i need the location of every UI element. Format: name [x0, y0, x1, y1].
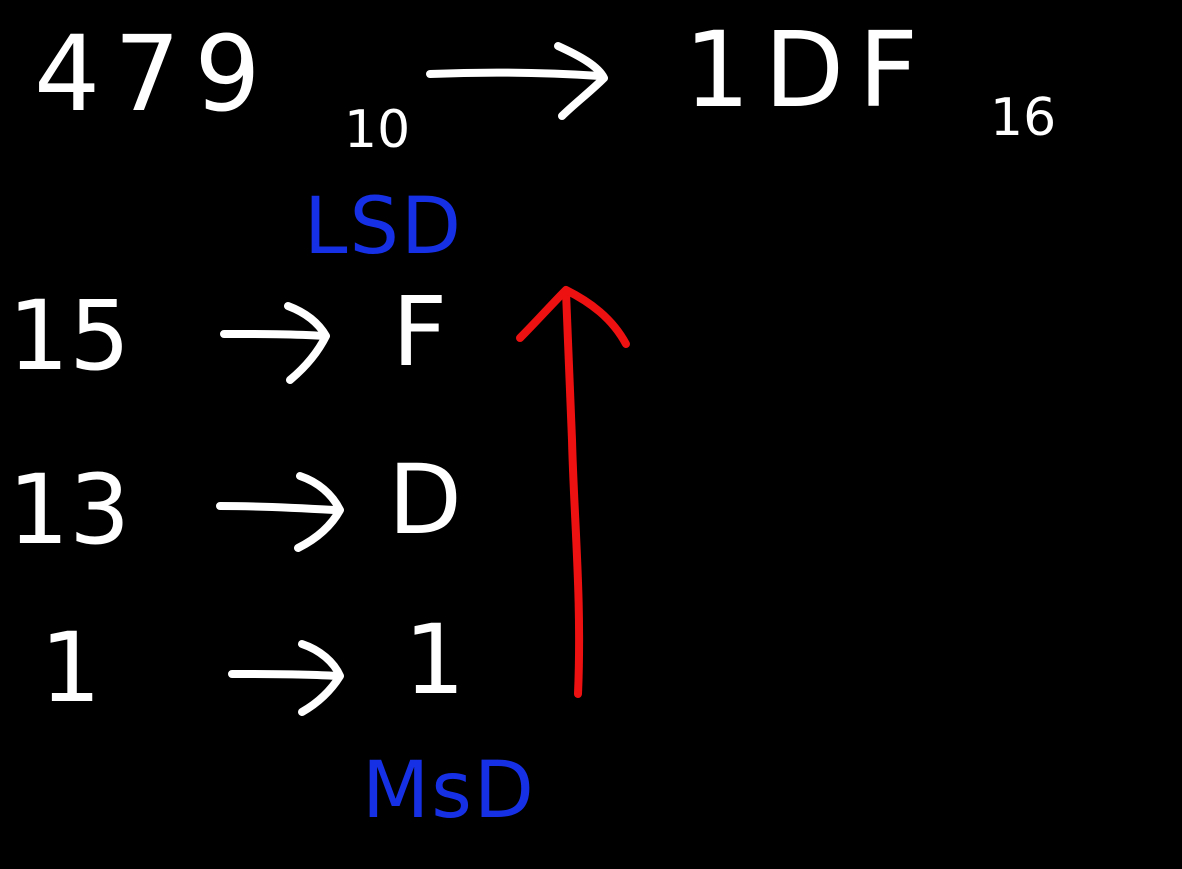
lsd-label: LSD	[304, 182, 464, 272]
remainder-hex-digit: 1	[404, 604, 466, 716]
up-arrow-icon	[516, 286, 630, 698]
msd-label: MsD	[362, 746, 536, 836]
right-arrow-icon	[228, 640, 344, 716]
target-base-subscript: 16	[990, 88, 1057, 148]
right-arrow-icon	[216, 472, 344, 552]
remainder-decimal: 1	[40, 612, 102, 724]
right-arrow-icon	[426, 42, 608, 120]
source-base-subscript: 10	[344, 100, 411, 160]
right-arrow-icon	[220, 302, 330, 384]
source-number: 479	[34, 13, 275, 135]
remainder-decimal: 13	[8, 454, 131, 566]
remainder-hex-digit: D	[388, 444, 462, 556]
remainder-hex-digit: F	[392, 276, 448, 388]
target-number: 1DF	[684, 9, 933, 131]
remainder-decimal: 15	[8, 280, 131, 392]
